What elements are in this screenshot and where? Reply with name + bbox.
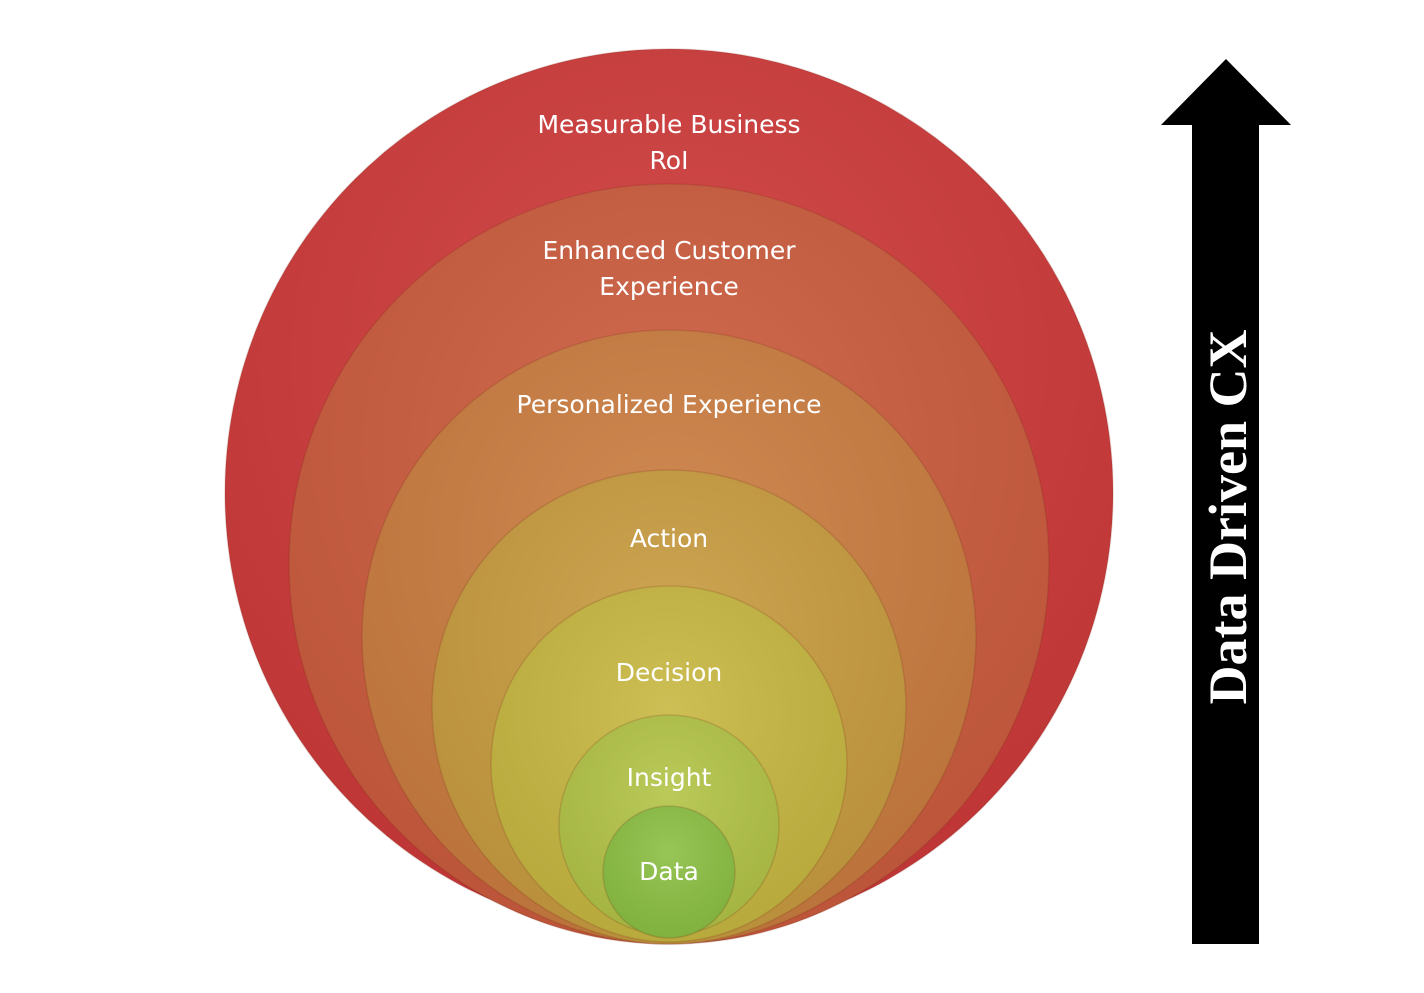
layer-label-measurable-business-roi: RoI	[650, 146, 689, 175]
layer-shade-data	[603, 806, 735, 938]
layer-label-insight: Insight	[627, 763, 712, 792]
circle-layers	[224, 48, 1114, 945]
layer-label-data: Data	[639, 857, 699, 886]
layer-label-action: Action	[630, 524, 708, 553]
layer-label-decision: Decision	[616, 658, 722, 687]
arrow-label: Data Driven CX	[1198, 330, 1258, 705]
layer-label-personalized-experience: Personalized Experience	[517, 390, 822, 419]
layer-label-enhanced-customer-experience: Enhanced Customer	[542, 236, 796, 265]
up-arrow: Data Driven CX	[1161, 59, 1291, 944]
layer-label-measurable-business-roi: Measurable Business	[537, 110, 800, 139]
up-arrow-icon	[1161, 59, 1291, 944]
layer-label-enhanced-customer-experience: Experience	[599, 272, 738, 301]
